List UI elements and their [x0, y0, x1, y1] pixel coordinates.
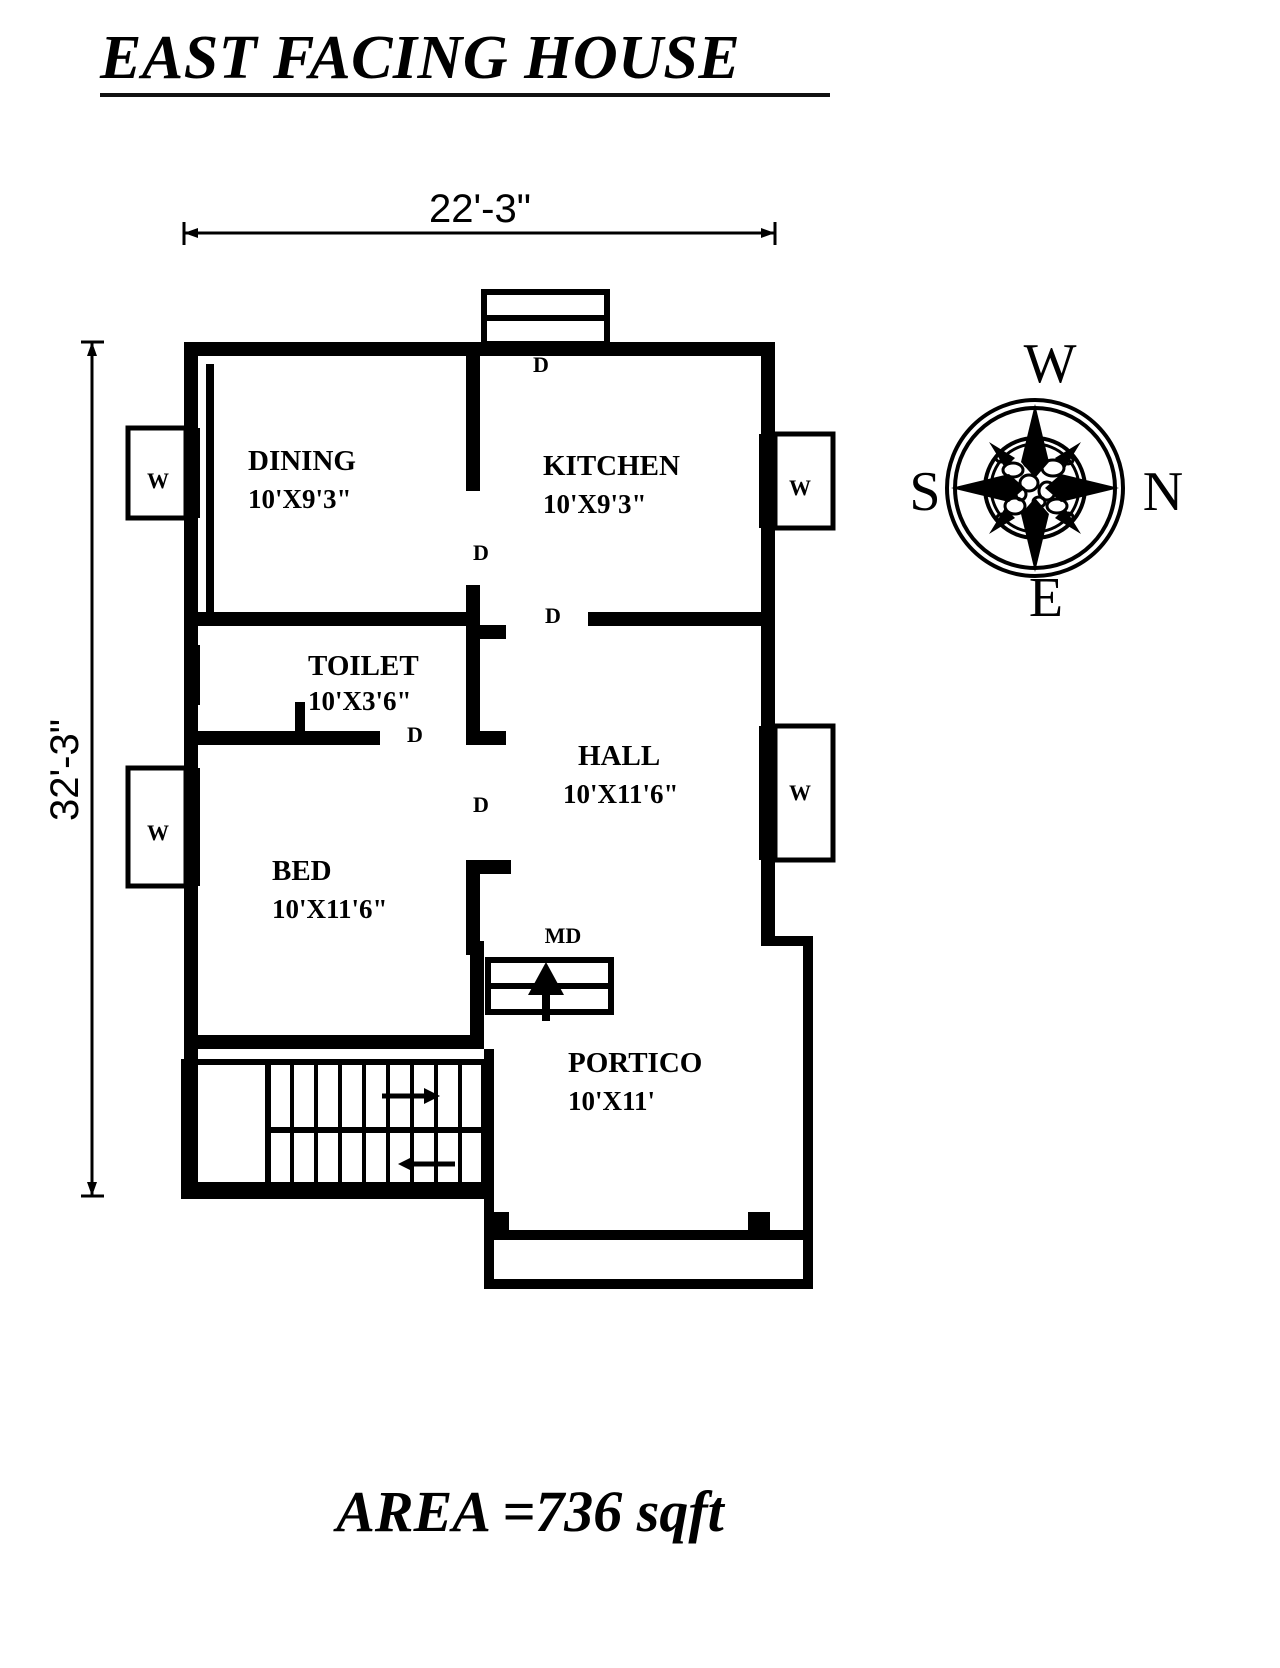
room-label-bed: BED 10'X11'6"	[272, 855, 388, 924]
window-kitchen-right: W	[759, 431, 836, 531]
area-note: AREA =736 sqft	[336, 1479, 724, 1544]
staircase	[181, 1059, 487, 1199]
door-label-hall-upper: D	[545, 603, 561, 628]
window-label-dining: W	[147, 468, 169, 493]
interior-walls	[198, 356, 761, 1049]
window-label-bed: W	[147, 820, 169, 845]
room-label-hall: HALL 10'X11'6"	[563, 740, 679, 809]
room-dims-dining: 10'X9'3"	[248, 484, 352, 514]
compass-label-bottom: E	[1029, 567, 1063, 629]
room-name-dining: DINING	[248, 445, 356, 477]
room-dims-bed: 10'X11'6"	[272, 894, 388, 924]
left-dimension-label: 32'-3"	[43, 719, 87, 821]
room-name-kitchen: KITCHEN	[543, 450, 680, 482]
main-door-label: MD	[545, 923, 582, 948]
window-dining-left: W	[125, 425, 200, 521]
room-dims-kitchen: 10'X9'3"	[543, 489, 647, 519]
title-underline	[100, 93, 830, 98]
window-bed-left: W	[125, 765, 200, 889]
compass-label-right: N	[1143, 461, 1183, 523]
room-label-toilet: TOILET 10'X3'6"	[308, 650, 419, 716]
door-label-toilet: D	[407, 722, 423, 747]
door-label-bed-hall: D	[473, 792, 489, 817]
window-label-hall: W	[789, 780, 811, 805]
window-toilet-left	[186, 645, 200, 705]
compass-rose-icon	[945, 398, 1125, 578]
compass-label-left: S	[909, 461, 940, 523]
left-dimension: 32'-3"	[43, 340, 104, 1198]
room-dims-hall: 10'X11'6"	[563, 779, 679, 809]
compass-label-top: W	[1024, 333, 1077, 395]
window-hall-right: W	[759, 723, 836, 863]
room-name-hall: HALL	[578, 740, 660, 772]
title-block: EAST FACING HOUSE	[100, 24, 840, 98]
portico-outline	[484, 936, 813, 1289]
room-name-toilet: TOILET	[308, 650, 419, 682]
main-door: MD	[485, 923, 614, 1021]
door-label-dining-kitchen: D	[473, 540, 489, 565]
room-dims-toilet: 10'X3'6"	[308, 686, 412, 716]
window-label-kitchen: W	[789, 475, 811, 500]
room-name-portico: PORTICO	[568, 1047, 702, 1079]
door-label-kitchen-entry: D	[533, 352, 549, 377]
room-label-portico: PORTICO 10'X11'	[568, 1047, 702, 1116]
kitchen-top-door: D	[481, 289, 610, 377]
room-label-kitchen: KITCHEN 10'X9'3"	[543, 450, 680, 519]
room-label-dining: DINING 10'X9'3"	[248, 445, 356, 514]
top-dimension: 22'-3"	[182, 187, 777, 245]
room-dims-portico: 10'X11'	[568, 1086, 655, 1116]
page-title: EAST FACING HOUSE	[100, 24, 741, 92]
room-name-bed: BED	[272, 855, 332, 887]
top-dimension-label: 22'-3"	[429, 187, 531, 231]
